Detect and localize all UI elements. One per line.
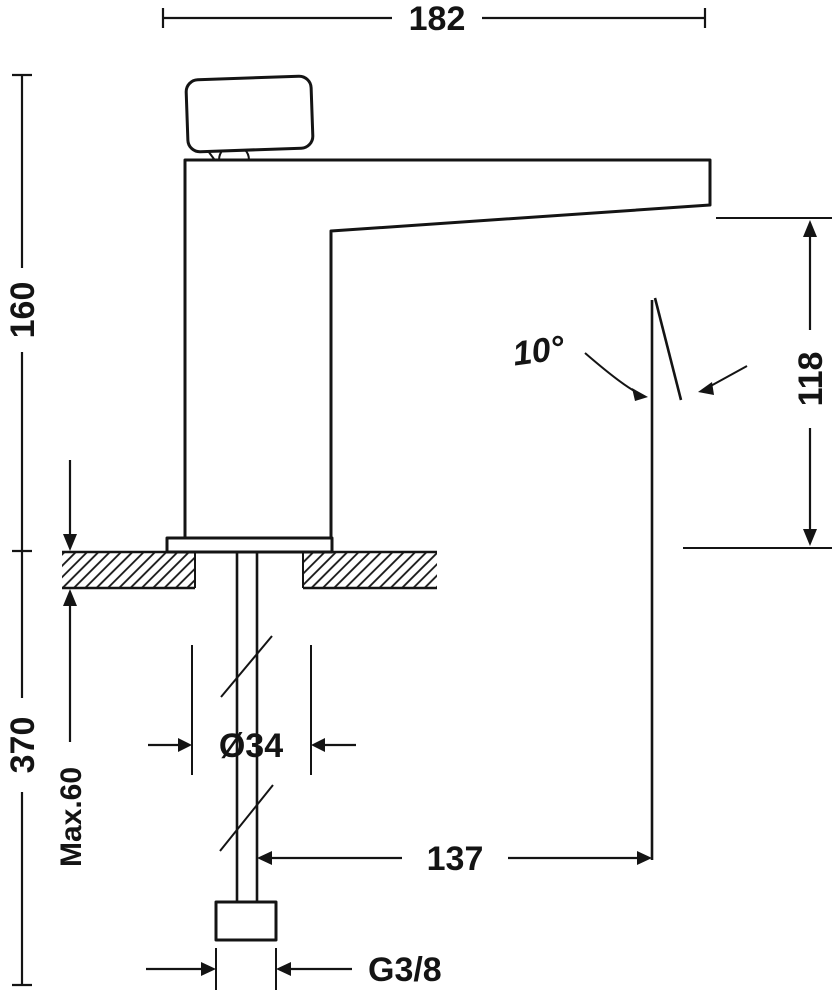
handle	[184, 74, 315, 154]
counter-cross-section	[62, 550, 437, 590]
dim-height-below: 370	[4, 551, 42, 987]
dim-total-length: 182	[161, 0, 707, 38]
dim-height-above-lines	[12, 73, 32, 553]
dim-outlet-height-extension-lines	[683, 217, 832, 549]
angled-outlet-line	[653, 297, 683, 401]
angle-leader-left	[584, 352, 639, 394]
arrow-up-icon	[63, 589, 77, 606]
arrow-right-icon	[637, 851, 652, 865]
angle-leader-right	[706, 365, 748, 389]
dim-thread-label: G3/8	[368, 951, 442, 989]
dim-height-below-lines	[12, 551, 32, 987]
dim-outlet-angle: 10°	[510, 297, 748, 860]
dim-height-below-label: 370	[4, 717, 42, 774]
dim-total-length-label: 182	[409, 0, 466, 38]
dim-diameter-label: Ø34	[219, 727, 283, 765]
pipe-break-lines	[219, 635, 274, 852]
arrow-left-icon	[257, 851, 272, 865]
dim-thread-extension-lines	[215, 948, 277, 990]
dim-outlet-reach: 137	[257, 840, 652, 878]
dim-outlet-reach-label: 137	[427, 840, 484, 878]
arrow-right-icon	[632, 388, 648, 401]
connector-nut	[214, 900, 278, 942]
arrow-right-icon	[178, 738, 192, 752]
arrow-down-icon	[63, 534, 77, 551]
dim-diameter: Ø34	[148, 645, 356, 775]
dim-thread: G3/8	[146, 948, 442, 990]
dim-height-above: 160	[4, 73, 42, 553]
arrow-left-icon	[311, 738, 325, 752]
dim-total-length-lines	[161, 8, 707, 28]
faucet	[165, 74, 712, 554]
counter-hatch-right	[303, 553, 437, 587]
base-flange	[165, 536, 334, 554]
dim-outlet-height: 118	[683, 217, 832, 549]
arrow-left-icon	[698, 382, 714, 395]
counter-hole-edges	[194, 552, 304, 588]
dim-height-above-label: 160	[4, 282, 42, 339]
dim-outlet-height-label: 118	[792, 352, 830, 407]
arrow-left-icon	[276, 962, 291, 976]
dim-counter-thickness: Max.60	[55, 460, 88, 867]
dim-diameter-extension-lines	[191, 645, 312, 775]
arrow-up-icon	[803, 220, 817, 237]
supply-pipe	[214, 552, 278, 942]
arrow-right-icon	[201, 962, 216, 976]
counter-hatch-left	[62, 553, 195, 587]
arrow-down-icon	[803, 529, 817, 546]
dim-counter-thickness-label: Max.60	[55, 767, 88, 867]
dim-outlet-angle-label: 10°	[510, 329, 567, 374]
faucet-body	[183, 158, 712, 540]
pipe-walls	[235, 552, 259, 902]
